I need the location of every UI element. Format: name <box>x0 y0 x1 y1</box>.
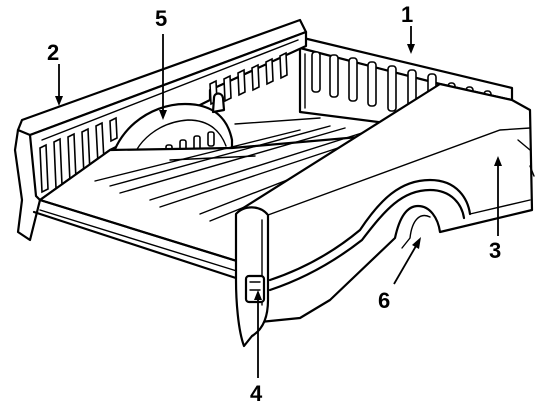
callout-5: 5 <box>155 6 167 120</box>
callout-3-label: 3 <box>489 238 501 263</box>
callout-1: 1 <box>401 2 415 54</box>
callouts: 1 2 3 4 5 6 <box>47 2 502 406</box>
tie-down-post <box>211 92 226 114</box>
callout-5-label: 5 <box>155 6 167 31</box>
callout-4-label: 4 <box>250 381 263 406</box>
callout-3: 3 <box>489 156 502 263</box>
callout-1-label: 1 <box>401 2 413 27</box>
callout-6: 6 <box>378 237 421 313</box>
callout-2: 2 <box>47 40 63 106</box>
callout-6-label: 6 <box>378 288 390 313</box>
callout-2-label: 2 <box>47 40 59 65</box>
callout-4: 4 <box>250 290 263 406</box>
